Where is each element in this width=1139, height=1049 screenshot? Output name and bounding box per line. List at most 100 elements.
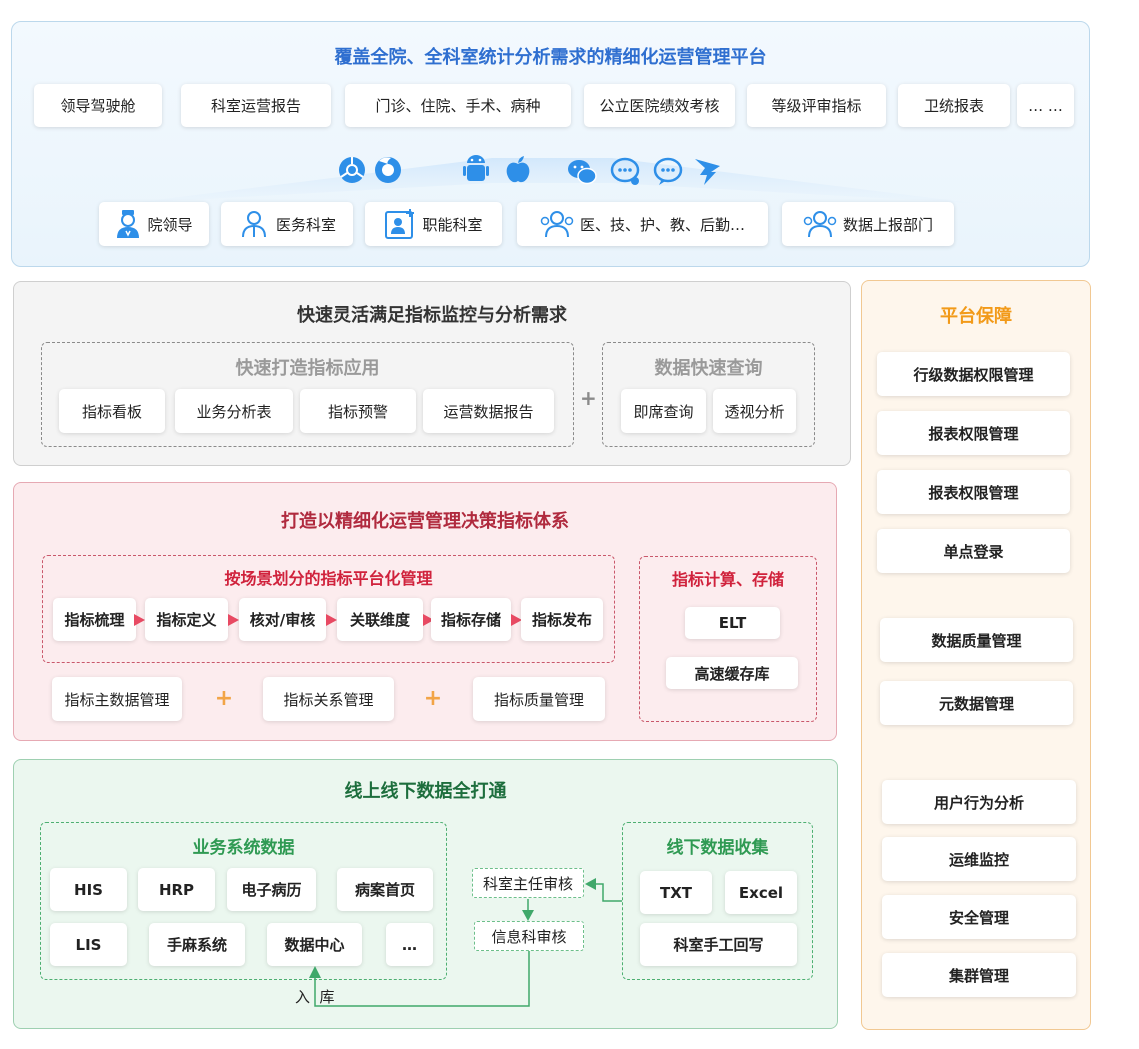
arrow-right-icon: [423, 614, 434, 626]
id-card-icon: [385, 209, 415, 239]
plus-sign: +: [214, 686, 234, 711]
guard-section: 平台保障 行级数据权限管理 报表权限管理 报表权限管理 单点登录 数据质量管理 …: [861, 280, 1091, 1030]
step-store[interactable]: 指标存储: [431, 598, 511, 641]
query-pivot[interactable]: 透视分析: [713, 389, 796, 433]
guard-row-permission[interactable]: 行级数据权限管理: [877, 352, 1070, 396]
guard-title: 平台保障: [940, 306, 1012, 327]
module-cockpit[interactable]: 领导驾驶舱: [34, 84, 162, 127]
step-review[interactable]: 核对/审核: [239, 598, 326, 641]
mgmt-relation[interactable]: 指标关系管理: [263, 677, 394, 721]
data-title: 线上线下数据全打通: [344, 781, 507, 802]
speech-bubble-icon: [653, 157, 683, 185]
users-icon: [241, 211, 266, 238]
role-staff[interactable]: 医、技、护、教、后勤…: [517, 202, 768, 246]
arrow-right-icon: [511, 614, 522, 626]
biz-group: 业务系统数据 HIS HRP 电子病历 病案首页 LIS 手麻系统 数据中心 …: [40, 822, 447, 980]
doctor-icon: [117, 210, 140, 238]
platform-title: 覆盖全院、全科室统计分析需求的精细化运营管理平台: [334, 47, 767, 68]
role-leaders[interactable]: 院领导: [99, 202, 209, 246]
mgmt-quality[interactable]: 指标质量管理: [473, 677, 605, 721]
module-clinical[interactable]: 门诊、住院、手术、病种: [345, 84, 571, 127]
query-title: 数据快速查询: [654, 358, 763, 379]
android-icon: [463, 155, 489, 181]
module-more[interactable]: … …: [1017, 84, 1074, 127]
guard-user-behavior[interactable]: 用户行为分析: [882, 780, 1076, 824]
offline-manual[interactable]: 科室手工回写: [640, 923, 797, 966]
step-sort[interactable]: 指标梳理: [53, 598, 136, 641]
offline-txt[interactable]: TXT: [640, 871, 712, 914]
guard-security[interactable]: 安全管理: [882, 895, 1076, 939]
index-section: 打造以精细化运营管理决策指标体系 按场景划分的指标平台化管理 指标梳理 指标定义…: [13, 482, 837, 741]
biz-hrp[interactable]: HRP: [138, 868, 215, 911]
guard-report-permission-2[interactable]: 报表权限管理: [877, 470, 1070, 514]
biz-data-center[interactable]: 数据中心: [267, 923, 362, 966]
query-adhoc[interactable]: 即席查询: [621, 389, 706, 433]
app-ops-report[interactable]: 运营数据报告: [423, 389, 554, 433]
review-it[interactable]: 信息科审核: [474, 921, 584, 951]
biz-title: 业务系统数据: [192, 838, 295, 858]
client-icons: [339, 155, 720, 185]
platform-section: 覆盖全院、全科室统计分析需求的精细化运营管理平台 领导驾驶舱 科室运营报告 门诊…: [11, 21, 1090, 267]
role-label: 医务科室: [275, 215, 336, 234]
apps-group: 快速打造指标应用 指标看板 业务分析表 指标预警 运营数据报告: [41, 342, 574, 447]
role-medical[interactable]: 医务科室: [221, 202, 353, 246]
plus-sign: +: [580, 386, 597, 410]
flow-connectors: [309, 878, 622, 1007]
offline-title: 线下数据收集: [666, 838, 769, 858]
guard-sso[interactable]: 单点登录: [877, 529, 1070, 573]
calc-title: 指标计算、存储: [671, 570, 784, 589]
guard-cluster[interactable]: 集群管理: [882, 953, 1076, 997]
module-health-report[interactable]: 卫统报表: [898, 84, 1010, 127]
guard-metadata[interactable]: 元数据管理: [880, 681, 1073, 725]
role-reporting[interactable]: 数据上报部门: [782, 202, 954, 246]
data-section: 线上线下数据全打通 业务系统数据 HIS HRP 电子病历 病案首页 LIS 手…: [13, 759, 838, 1029]
dingtalk-icon: [695, 159, 720, 185]
arrow-right-icon: [134, 614, 145, 626]
arrow-down-icon: [522, 910, 534, 921]
role-label: 院领导: [147, 215, 193, 234]
arrow-right-icon: [326, 614, 337, 626]
quick-title: 快速灵活满足指标监控与分析需求: [297, 305, 567, 326]
app-dashboard[interactable]: 指标看板: [59, 389, 165, 433]
arrow-up-icon: [309, 966, 321, 978]
offline-excel[interactable]: Excel: [725, 871, 797, 914]
guard-report-permission[interactable]: 报表权限管理: [877, 411, 1070, 455]
calc-group: 指标计算、存储 ELT 高速缓存库: [639, 556, 817, 722]
qq-chat-icon: [610, 157, 640, 185]
guard-data-quality[interactable]: 数据质量管理: [880, 618, 1073, 662]
scene-title: 按场景划分的指标平台化管理: [224, 569, 433, 588]
query-group: 数据快速查询 即席查询 透视分析: [602, 342, 815, 447]
guard-ops-monitor[interactable]: 运维监控: [882, 837, 1076, 881]
module-grade-review[interactable]: 等级评审指标: [747, 84, 886, 127]
store-label: 入 库: [295, 988, 335, 1006]
arrow-right-icon: [228, 614, 239, 626]
step-publish[interactable]: 指标发布: [521, 598, 603, 641]
app-analysis-table[interactable]: 业务分析表: [175, 389, 293, 433]
calc-cache[interactable]: 高速缓存库: [666, 657, 798, 689]
biz-emr[interactable]: 电子病历: [227, 868, 316, 911]
biz-lis[interactable]: LIS: [50, 923, 127, 966]
offline-group: 线下数据收集 TXT Excel 科室手工回写: [622, 822, 813, 980]
light-beam-decoration: [132, 158, 972, 203]
group-icon: [803, 211, 837, 238]
biz-more[interactable]: …: [386, 923, 433, 966]
mgmt-master-data[interactable]: 指标主数据管理: [52, 677, 182, 721]
calc-elt[interactable]: ELT: [685, 607, 780, 639]
role-functional[interactable]: 职能科室: [365, 202, 502, 246]
step-define[interactable]: 指标定义: [145, 598, 228, 641]
chrome-icon: [339, 157, 365, 183]
module-dept-report[interactable]: 科室运营报告: [181, 84, 331, 127]
apps-title: 快速打造指标应用: [235, 358, 380, 379]
module-performance[interactable]: 公立医院绩效考核: [584, 84, 735, 127]
biz-anesthesia[interactable]: 手麻系统: [149, 923, 245, 966]
quick-section: 快速灵活满足指标监控与分析需求 快速打造指标应用 指标看板 业务分析表 指标预警…: [13, 281, 851, 466]
group-icon: [540, 211, 574, 238]
step-dimension[interactable]: 关联维度: [337, 598, 423, 641]
role-label: 数据上报部门: [842, 215, 933, 234]
biz-his[interactable]: HIS: [50, 868, 127, 911]
biz-case-home[interactable]: 病案首页: [337, 868, 433, 911]
plus-sign: +: [423, 686, 443, 711]
scene-group: 按场景划分的指标平台化管理 指标梳理 指标定义 核对/审核 关联维度 指标存储 …: [42, 555, 615, 663]
review-director[interactable]: 科室主任审核: [472, 868, 584, 898]
app-alert[interactable]: 指标预警: [300, 389, 416, 433]
